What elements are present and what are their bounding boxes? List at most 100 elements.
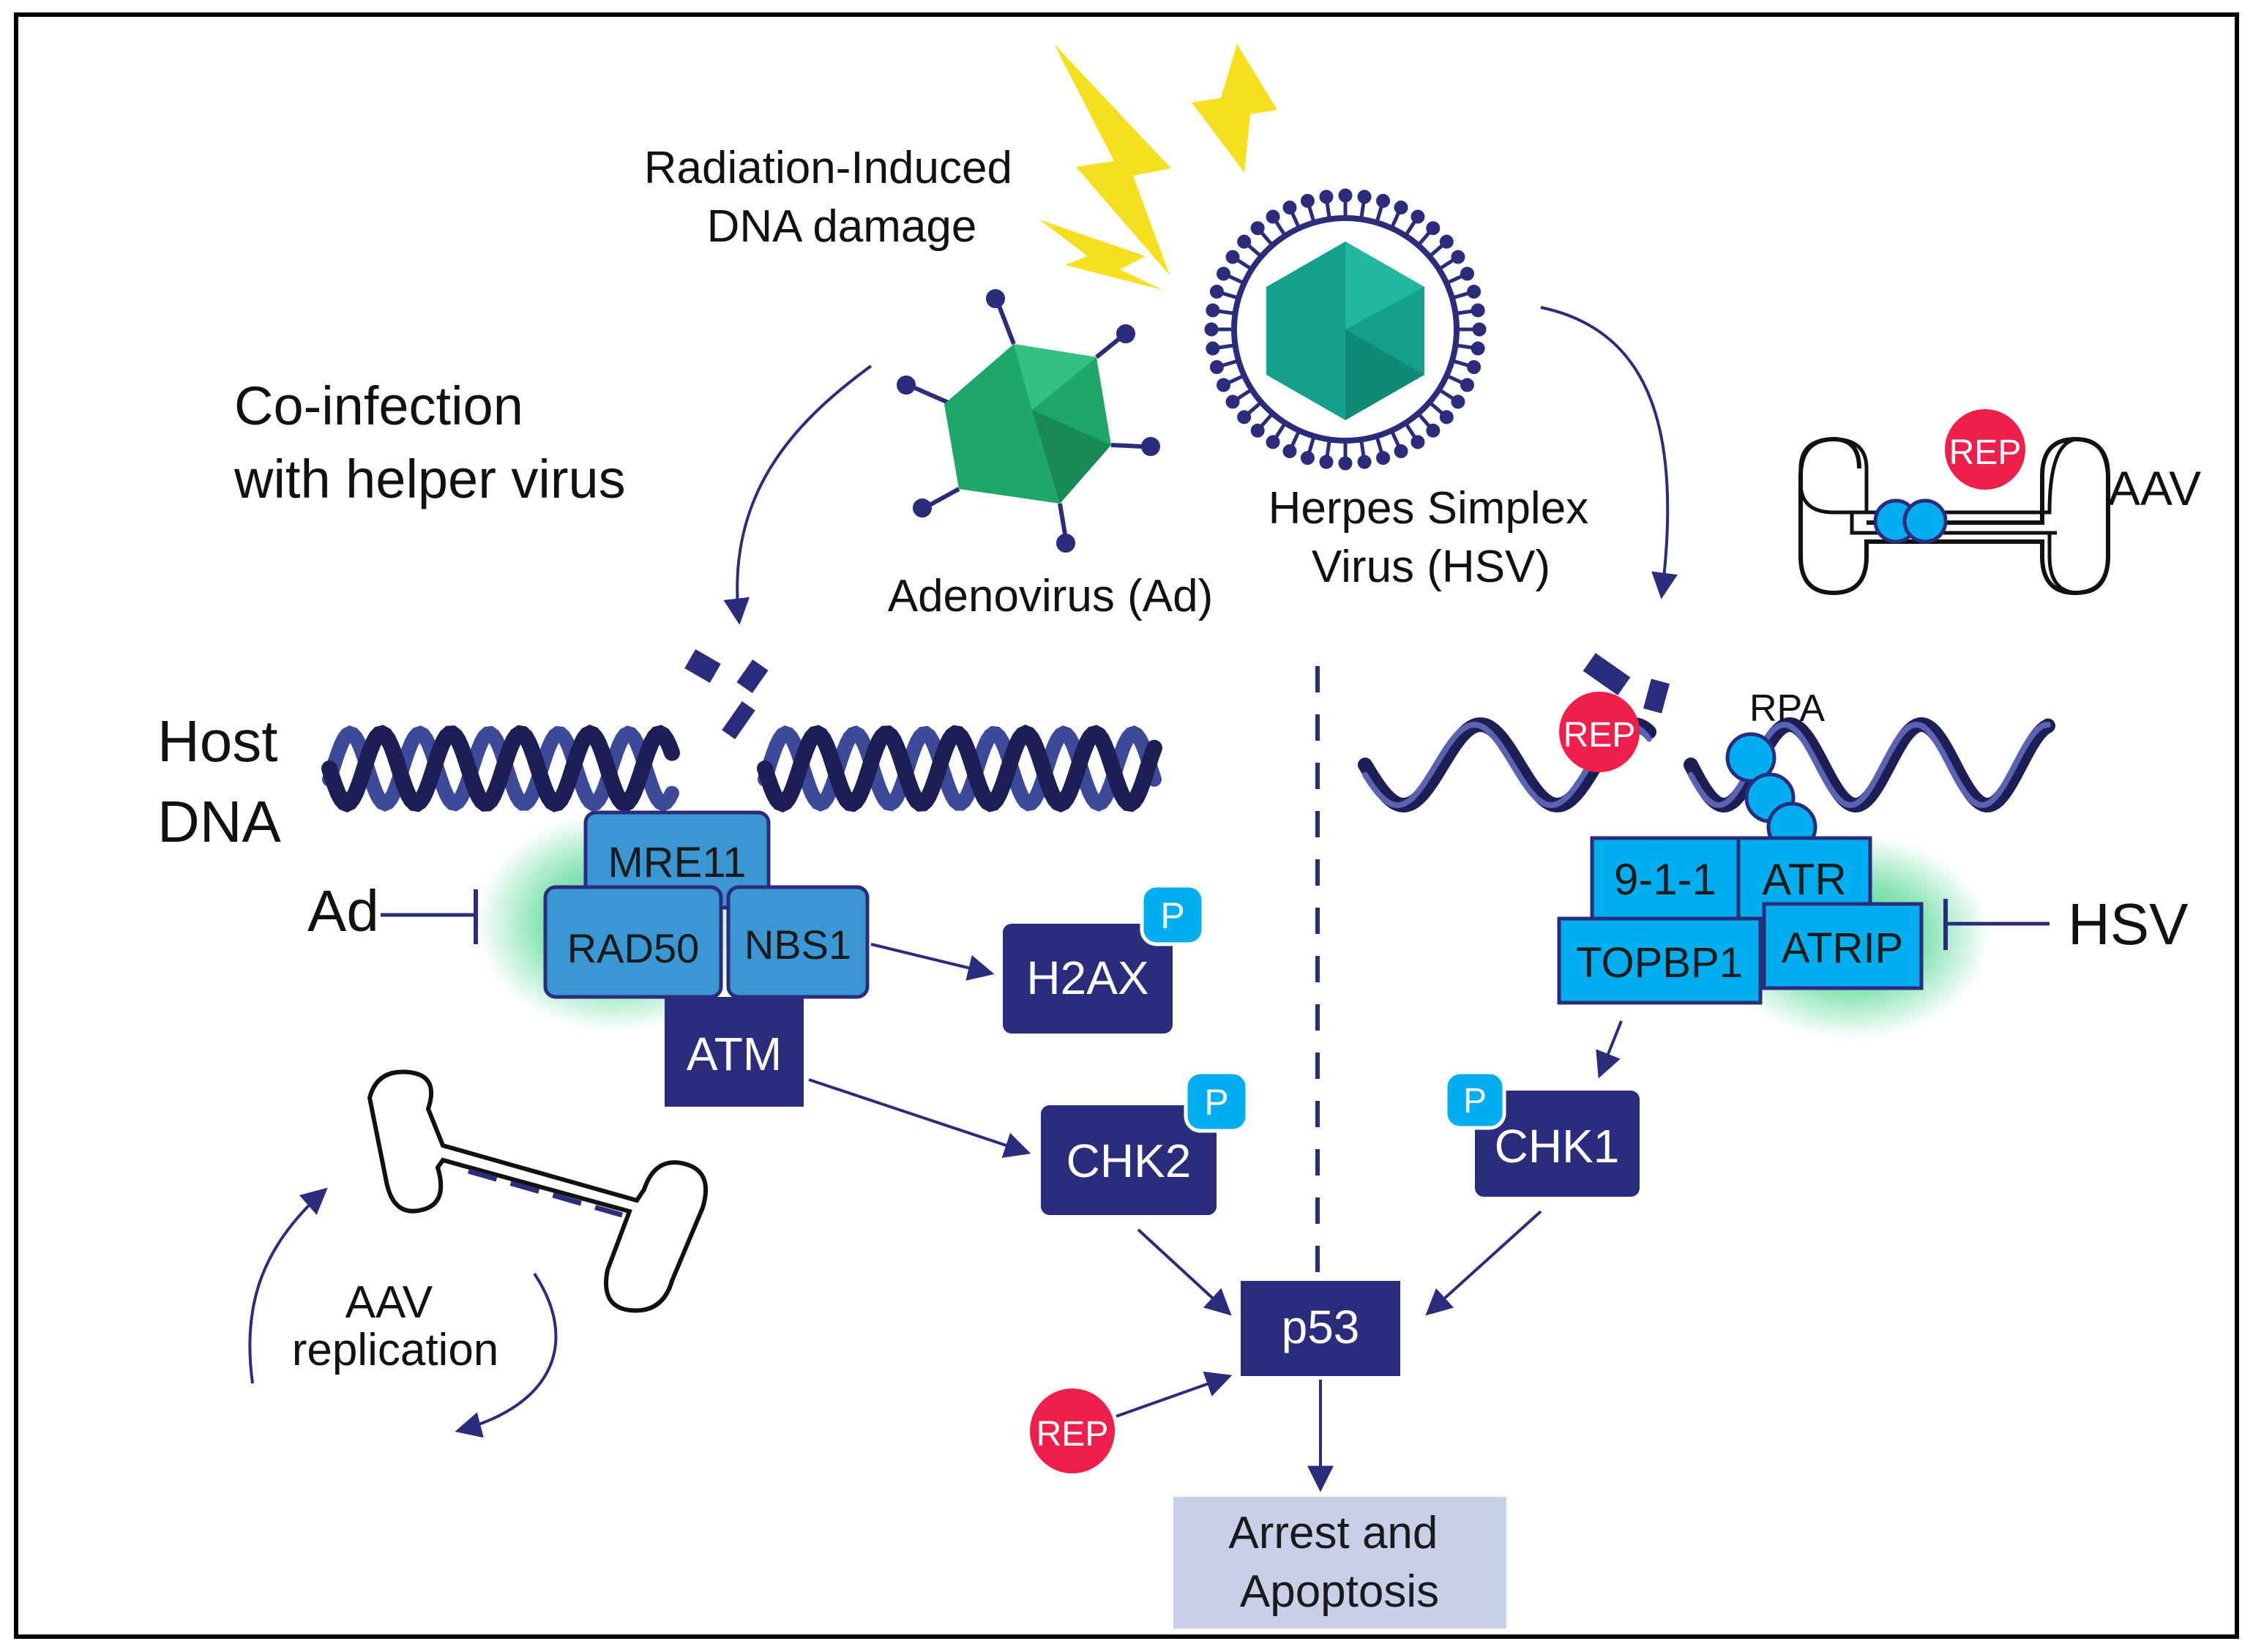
h2ax-box bbox=[1003, 924, 1173, 1034]
hsv-spike-tip bbox=[1471, 341, 1485, 356]
hsv-spike-tip bbox=[1300, 193, 1315, 208]
svg-text:ATRIP: ATRIP bbox=[1782, 924, 1904, 972]
dna-break-fragment bbox=[1583, 653, 1670, 714]
chk2-to-p53-arrow bbox=[1137, 1228, 1232, 1316]
hsv-spike-tip bbox=[1282, 201, 1297, 215]
dna-strand bbox=[758, 725, 1162, 812]
dna-strand bbox=[321, 725, 680, 812]
aav-replication-dashed-strand bbox=[468, 1168, 623, 1218]
radiation-label: Radiation-Induced DNA damage bbox=[644, 143, 1025, 252]
hsv-spike-tip bbox=[1451, 250, 1465, 264]
rep-to-p53-arrow bbox=[1116, 1371, 1233, 1418]
host-dna-label: Host DNA bbox=[157, 709, 294, 854]
hsv-virus-label: Herpes Simplex Virus (HSV) bbox=[1269, 483, 1602, 592]
hsv-spike-tip bbox=[1411, 209, 1425, 224]
aav-protein-dot bbox=[1902, 498, 1948, 544]
hsv-spike-tip bbox=[1467, 284, 1482, 299]
svg-text:CHK2: CHK2 bbox=[1066, 1135, 1192, 1187]
atrip-box bbox=[1762, 902, 1924, 990]
atm-to-chk2-arrow bbox=[808, 1078, 1031, 1158]
aav-label: AAV bbox=[2108, 461, 2201, 515]
hsv-spike-tip bbox=[1209, 284, 1224, 299]
hsv-spike-tip bbox=[1451, 395, 1465, 409]
rpa-dot bbox=[1725, 732, 1776, 783]
svg-text:H2AX: H2AX bbox=[1026, 952, 1148, 1004]
dna-strand bbox=[322, 725, 679, 812]
rep-label: REP bbox=[1949, 433, 2022, 472]
svg-text:P: P bbox=[1463, 1082, 1487, 1121]
arrest-apoptosis-label: Arrest and Apoptosis bbox=[1228, 1508, 1450, 1617]
hsv-spike-tip bbox=[1376, 451, 1391, 466]
hsv-spike-tip bbox=[1225, 250, 1240, 264]
adenovirus-label: Adenovirus (Ad) bbox=[888, 571, 1214, 621]
phospho-badge bbox=[1443, 1070, 1506, 1130]
svg-text:9-1-1: 9-1-1 bbox=[1614, 855, 1716, 904]
figure-border bbox=[14, 12, 2239, 1639]
arrest-apoptosis-box bbox=[1173, 1497, 1506, 1629]
rpa-label: RPA bbox=[1749, 687, 1825, 730]
hsv-spike-tip bbox=[1357, 455, 1372, 469]
hsv-spike-tip bbox=[1376, 193, 1391, 208]
aav-genome-outline bbox=[1798, 436, 2110, 596]
chk2-box bbox=[1041, 1105, 1217, 1215]
coinfection-label: Co-infection with helper virus bbox=[233, 375, 626, 509]
hsv-virus-icon bbox=[1204, 188, 1487, 471]
dna-break-fragment bbox=[684, 649, 769, 739]
hsv-spike-tip bbox=[1250, 423, 1265, 438]
svg-text:p53: p53 bbox=[1282, 1301, 1360, 1353]
p53-box bbox=[1241, 1281, 1400, 1376]
hsv-spike-tip bbox=[1460, 266, 1474, 281]
ad-infection-arrow bbox=[723, 365, 873, 625]
hsv-spike-tip bbox=[1426, 221, 1441, 236]
svg-text:CHK1: CHK1 bbox=[1495, 1120, 1620, 1173]
replication-cycle-arrow bbox=[248, 1187, 328, 1384]
aav-replication-label: AAV replication bbox=[292, 1277, 499, 1375]
svg-text:MRE11: MRE11 bbox=[608, 839, 746, 886]
svg-text:RAD50: RAD50 bbox=[567, 925, 700, 971]
hsv-spike-tip bbox=[1426, 423, 1441, 438]
lightning-icon bbox=[1039, 44, 1277, 290]
phospho-badge bbox=[1184, 1070, 1249, 1133]
hsv-spike-tip bbox=[1209, 360, 1224, 375]
hsv-spike-tip bbox=[1472, 322, 1487, 337]
hsv-spike-tip bbox=[1204, 322, 1219, 337]
atr-to-chk1-arrow bbox=[1596, 1020, 1623, 1079]
hsv-spike-tip bbox=[1319, 455, 1334, 469]
host-dna-helix bbox=[757, 725, 1162, 812]
hsv-spike-tip bbox=[1217, 266, 1231, 281]
hsv-spike-tip bbox=[1300, 451, 1315, 466]
svg-text:ATM: ATM bbox=[687, 1028, 782, 1080]
hsv-spike-tip bbox=[1206, 303, 1220, 318]
hsv-inhibitor-label: HSV bbox=[2068, 892, 2189, 957]
rep-label: REP bbox=[1036, 1415, 1109, 1454]
hsv-spike-tip bbox=[1225, 395, 1240, 409]
atm-box bbox=[665, 997, 804, 1107]
hsv-spike-tip bbox=[1266, 435, 1280, 449]
svg-text:ATR: ATR bbox=[1762, 855, 1847, 904]
hsv-spike-tip bbox=[1439, 234, 1454, 249]
chk1-to-p53-arrow bbox=[1425, 1210, 1542, 1316]
rep-badge bbox=[1945, 409, 2025, 490]
rep-badge bbox=[1559, 692, 1640, 772]
hsv-spike-tip bbox=[1467, 360, 1482, 375]
hsv-spike-tip bbox=[1338, 188, 1353, 203]
hsv-spike-tip bbox=[1394, 201, 1408, 215]
hsv-spike-tip bbox=[1282, 444, 1297, 458]
hsv-spike-tip bbox=[1357, 190, 1372, 204]
hsv-spike-tip bbox=[1460, 378, 1474, 392]
hsv-spike-tip bbox=[1250, 221, 1265, 236]
hsv-spike-tip bbox=[1217, 378, 1231, 392]
hsv-infection-arrow bbox=[1540, 306, 1678, 599]
dna-strand bbox=[757, 725, 1162, 812]
hsv-spike-tip bbox=[1394, 444, 1408, 458]
hsv-spike-tip bbox=[1237, 234, 1252, 249]
hsv-spike-tip bbox=[1237, 410, 1252, 425]
hsv-spike-tip bbox=[1338, 456, 1353, 471]
rep-badge bbox=[1030, 1388, 1115, 1473]
rad50-box bbox=[543, 885, 723, 999]
adenovirus-icon bbox=[897, 289, 1160, 553]
hsv-spike-tip bbox=[1439, 410, 1454, 425]
hsv-spike-tip bbox=[1266, 209, 1280, 224]
svg-text:P: P bbox=[1160, 895, 1184, 936]
